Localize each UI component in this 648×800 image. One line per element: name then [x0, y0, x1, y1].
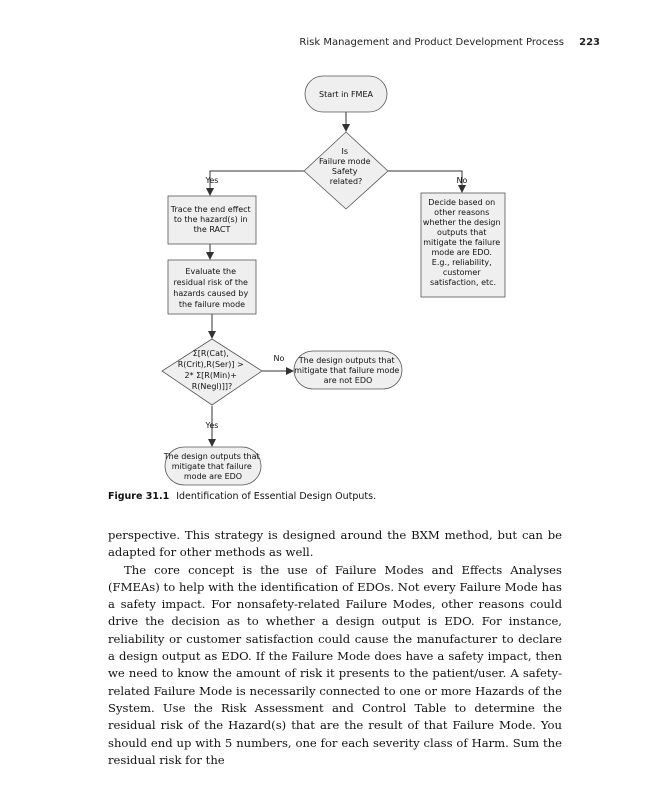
paragraph: perspective. This strategy is designed a… [108, 528, 562, 560]
figure-label: Figure 31.1 [108, 491, 170, 502]
decide-other-reasons-box: Decide based on other reasons whether th… [420, 192, 506, 298]
running-header: Risk Management and Product Development … [299, 37, 600, 48]
outputs-edo-node: The design outputs that mitigate that fa… [163, 446, 262, 486]
page-number: 223 [579, 37, 600, 48]
decision-safety-related: Is Failure mode Safety related? [303, 131, 389, 210]
trace-box-text: Trace the end effect to the hazard(s) in… [170, 205, 254, 234]
figure-caption-text: Identification of Essential Design Outpu… [176, 491, 377, 502]
decide-box-text: Decide based on other reasons whether th… [423, 198, 503, 287]
connector-yes1 [206, 170, 304, 196]
flowchart: Start in FMEA Is Failure mode Safety rel… [161, 75, 506, 486]
connector-no1 [388, 170, 466, 193]
start-label: Start in FMEA [319, 90, 373, 99]
paragraph: The core concept is the use of Failure M… [108, 562, 562, 767]
label-no-2: No [274, 354, 285, 363]
edo-text: The design outputs that mitigate that fa… [163, 452, 262, 481]
outputs-not-edo-node: The design outputs that mitigate that fa… [293, 350, 403, 390]
trace-effect-box: Trace the end effect to the hazard(s) in… [167, 195, 257, 245]
label-no-1: No [457, 176, 468, 185]
running-title: Risk Management and Product Development … [299, 37, 564, 48]
evaluate-residual-risk-box: Evaluate the residual risk of the hazard… [167, 259, 257, 315]
label-yes-2: Yes [205, 421, 219, 430]
figure-caption: Figure 31.1 Identification of Essential … [108, 491, 376, 502]
body-text: perspective. This strategy is designed a… [108, 527, 562, 769]
evaluate-box-text: Evaluate the residual risk of the hazard… [173, 267, 250, 309]
label-yes-1: Yes [205, 176, 219, 185]
decision2-text: Σ[R(Cat), R(Crit),R(Ser)] > 2* Σ[R(Min)+… [178, 349, 247, 391]
not-edo-text: The design outputs that mitigate that fa… [294, 356, 402, 385]
decision-risk-threshold: Σ[R(Cat), R(Crit),R(Ser)] > 2* Σ[R(Min)+… [161, 338, 263, 406]
start-node: Start in FMEA [304, 75, 388, 113]
decision1-text: Is Failure mode Safety related? [319, 147, 373, 186]
